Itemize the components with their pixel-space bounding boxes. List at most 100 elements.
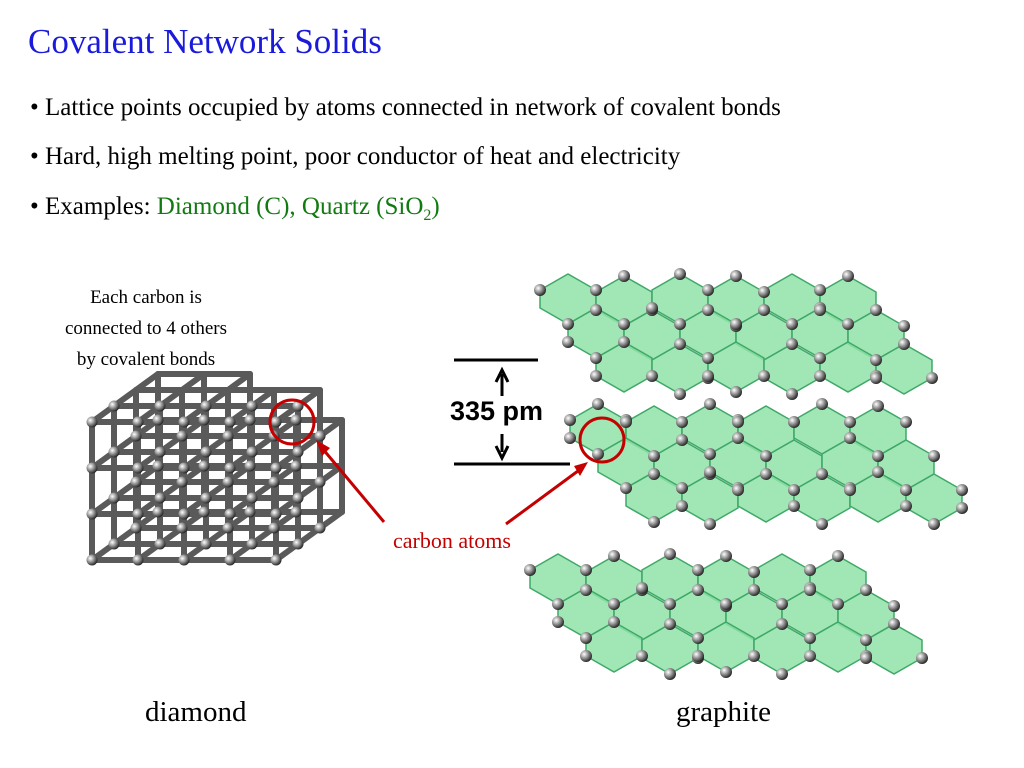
graphite-carbon-atom	[804, 650, 816, 662]
diamond-carbon-atom	[246, 446, 258, 458]
graphite-carbon-atom	[704, 518, 716, 530]
graphite-carbon-atom	[900, 484, 912, 496]
graphite-carbon-atom	[674, 388, 686, 400]
graphite-carbon-atom	[674, 318, 686, 330]
graphite-carbon-atom	[620, 482, 632, 494]
diamond-carbon-atom	[314, 430, 326, 442]
graphite-carbon-atom	[842, 318, 854, 330]
graphite-carbon-atom	[900, 416, 912, 428]
graphite-carbon-atom	[620, 416, 632, 428]
graphite-carbon-atom	[608, 616, 620, 628]
graphite-carbon-atom	[804, 564, 816, 576]
graphite-carbon-atom	[590, 284, 602, 296]
graphite-carbon-atom	[648, 516, 660, 528]
graphite-carbon-atom	[760, 468, 772, 480]
diamond-carbon-atom	[290, 506, 302, 518]
diamond-carbon-atom	[200, 446, 212, 458]
graphite-carbon-atom	[844, 432, 856, 444]
diamond-carbon-atom	[224, 462, 236, 474]
graphite-carbon-atom	[580, 650, 592, 662]
graphite-carbon-atom	[860, 584, 872, 596]
slide-title: Covalent Network Solids	[28, 22, 382, 61]
diamond-carbon-atom	[290, 414, 302, 426]
diamond-carbon-atom	[86, 416, 98, 428]
diamond-carbon-atom	[222, 476, 234, 488]
graphite-carbon-atom	[776, 618, 788, 630]
graphite-carbon-atom	[676, 416, 688, 428]
graphite-carbon-atom	[860, 634, 872, 646]
diamond-carbon-atom	[198, 460, 210, 472]
graphite-label: graphite	[676, 696, 772, 728]
graphite-sheet	[534, 268, 938, 400]
diamond-carbon-atom	[152, 414, 164, 426]
examples-list: Diamond (C), Quartz (SiO2)	[156, 193, 440, 224]
graphite-carbon-atom	[872, 400, 884, 412]
diamond-carbon-atom	[86, 508, 98, 520]
graphite-carbon-atom	[590, 352, 602, 364]
graphite-carbon-atom	[720, 666, 732, 678]
diamond-carbon-atom	[178, 508, 190, 520]
graphite-carbon-atom	[872, 466, 884, 478]
graphite-carbon-atom	[814, 304, 826, 316]
diamond-carbon-atom	[178, 554, 190, 566]
diamond-carbon-atom	[152, 506, 164, 518]
graphite-carbon-atom	[956, 484, 968, 496]
graphite-carbon-atom	[674, 338, 686, 350]
diamond-carbon-atom	[132, 462, 144, 474]
graphite-carbon-atom	[788, 484, 800, 496]
graphite-highlight-circle	[578, 416, 626, 464]
diamond-carbon-atom	[200, 492, 212, 504]
graphite-carbon-atom	[814, 370, 826, 382]
diamond-carbon-atom	[154, 400, 166, 412]
graphite-sheet	[524, 548, 928, 680]
diamond-carbon-atom	[130, 476, 142, 488]
graphite-carbon-atom	[814, 284, 826, 296]
graphite-carbon-atom	[636, 650, 648, 662]
graphite-carbon-atom	[788, 500, 800, 512]
graphite-carbon-atom	[702, 352, 714, 364]
graphite-carbon-atom	[804, 632, 816, 644]
diamond-carbon-atom	[268, 522, 280, 534]
diamond-carbon-atom	[224, 554, 236, 566]
graphite-carbon-atom	[786, 388, 798, 400]
graphite-carbon-atom	[788, 416, 800, 428]
diamond-highlight-circle	[268, 398, 316, 446]
diamond-carbon-atom	[198, 414, 210, 426]
graphite-carbon-atom	[618, 336, 630, 348]
graphite-carbon-atom	[842, 270, 854, 282]
graphite-carbon-atom	[758, 286, 770, 298]
graphite-carbon-atom	[730, 270, 742, 282]
diamond-bond	[133, 371, 161, 393]
graphite-carbon-atom	[844, 416, 856, 428]
diamond-carbon-atom	[246, 538, 258, 550]
graphite-carbon-atom	[870, 372, 882, 384]
graphite-carbon-atom	[552, 616, 564, 628]
diamond-carbon-atom	[270, 554, 282, 566]
graphite-carbon-atom	[732, 416, 744, 428]
graphite-carbon-atom	[704, 398, 716, 410]
graphite-carbon-atom	[590, 304, 602, 316]
diamond-carbon-atom	[268, 476, 280, 488]
diamond-caption: Each carbon is connected to 4 others by …	[28, 282, 264, 375]
graphite-carbon-atom	[524, 564, 536, 576]
diamond-bond	[179, 371, 207, 393]
graphite-carbon-atom	[730, 386, 742, 398]
graphite-carbon-atom	[786, 318, 798, 330]
examples-green-pre: Diamond (C), Quartz (SiO	[156, 193, 424, 220]
diamond-carbon-atom	[200, 538, 212, 550]
graphite-carbon-atom	[898, 320, 910, 332]
graphite-carbon-atom	[872, 450, 884, 462]
graphite-carbon-atom	[608, 598, 620, 610]
diamond-lattice	[89, 371, 345, 563]
graphite-carbon-atom	[758, 304, 770, 316]
graphite-carbon-atom	[956, 502, 968, 514]
diamond-carbon-atom	[246, 492, 258, 504]
graphite-carbon-atom	[534, 284, 546, 296]
diamond-carbon-atom	[198, 506, 210, 518]
down-arrowhead	[494, 445, 510, 462]
arrowhead-graphite	[574, 462, 588, 476]
up-arrowhead	[494, 366, 510, 383]
diamond-carbon-atom	[86, 554, 98, 566]
graphite-carbon-atom	[702, 370, 714, 382]
bullet-lattice-points: • Lattice points occupied by atoms conne…	[30, 94, 781, 121]
